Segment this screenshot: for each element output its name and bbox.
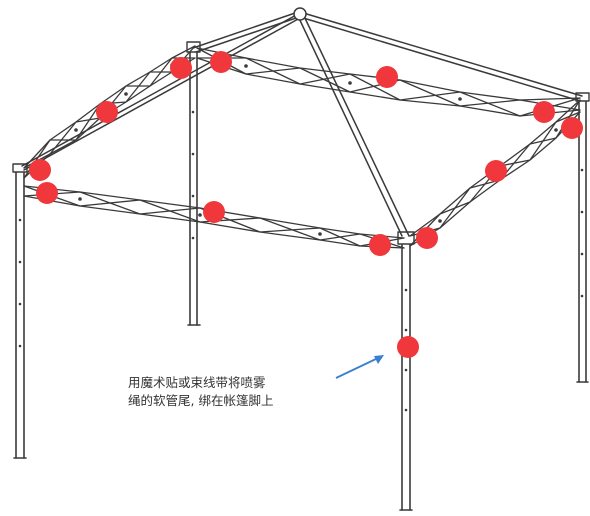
- tent-legs: [13, 49, 589, 511]
- roof-spokes: [21, 11, 583, 237]
- marker-dot: [561, 117, 583, 139]
- marker-dot: [416, 227, 438, 249]
- marker-dot: [170, 57, 192, 79]
- tent-frame: [12, 7, 590, 511]
- marker-dot: [485, 160, 507, 182]
- back-truss: [196, 47, 581, 117]
- marker-dot: [533, 101, 555, 123]
- marker-dot: [376, 66, 398, 88]
- instruction-line-2: 绳的软管尾, 绑在帐篷脚上: [128, 393, 274, 408]
- marker-dot: [29, 159, 51, 181]
- pointer-arrow-icon: [335, 355, 384, 379]
- marker-dot: [203, 201, 225, 223]
- marker-dot: [397, 336, 419, 358]
- marker-dots: [29, 51, 583, 358]
- marker-dot: [96, 101, 118, 123]
- roof-peak-hub: [293, 7, 307, 21]
- leg-holes: [18, 110, 584, 412]
- front-truss: [23, 185, 405, 249]
- instruction-line-1: 用魔术贴或束线带将喷雾: [128, 375, 266, 390]
- marker-dot: [36, 182, 58, 204]
- marker-dot: [369, 234, 391, 256]
- truss-rivets: [74, 63, 558, 236]
- hose-tie-instruction: 用魔术贴或束线带将喷雾 绳的软管尾, 绑在帐篷脚上: [128, 374, 358, 410]
- marker-dot: [210, 51, 232, 73]
